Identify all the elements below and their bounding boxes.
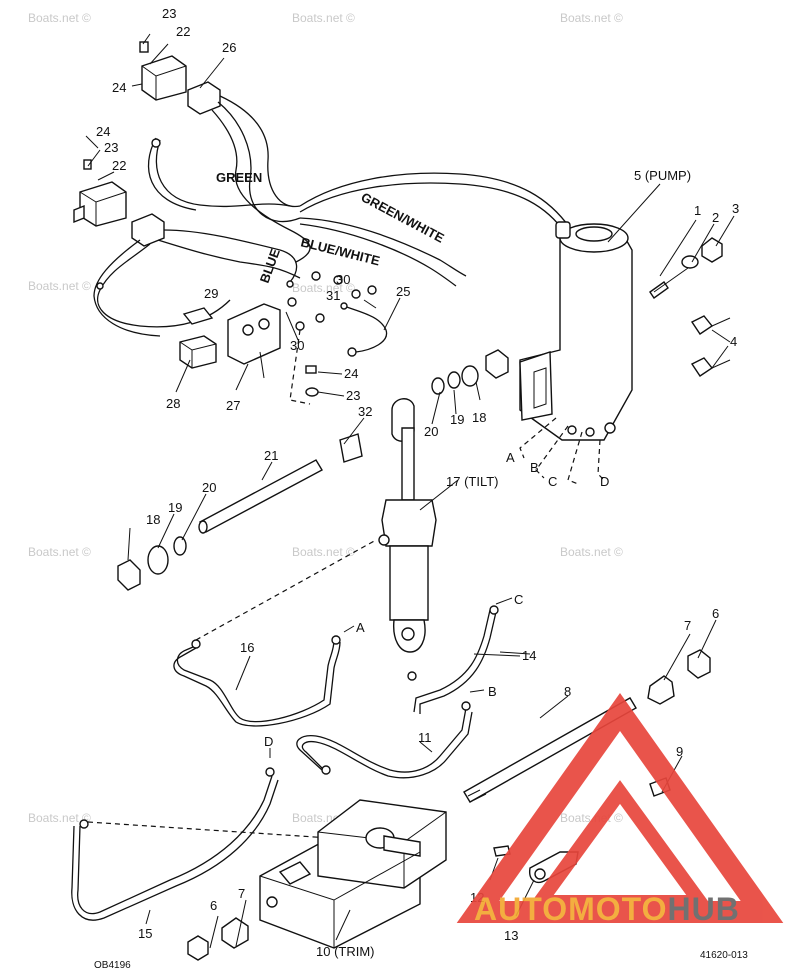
callout-11: 11 bbox=[418, 730, 432, 745]
tilt-cylinder-17 bbox=[378, 398, 437, 653]
callout-13: 13 bbox=[504, 928, 518, 943]
callout-28: 28 bbox=[166, 396, 180, 411]
pivot-hardware-left bbox=[117, 536, 187, 591]
callouts: 23 22 24 26 24 23 22 5 (PUMP) 1 2 3 4 30… bbox=[96, 6, 739, 959]
callout-31: 31 bbox=[326, 288, 340, 303]
callout-19: 19 bbox=[450, 412, 464, 427]
callout-5-pump: 5 (PUMP) bbox=[634, 168, 691, 183]
line-11 bbox=[296, 701, 473, 779]
callout-6: 6 bbox=[712, 606, 719, 621]
callout-25: 25 bbox=[396, 284, 410, 299]
wire-label-green: GREEN bbox=[216, 170, 262, 185]
watermarks: Boats.net © Boats.net © Boats.net © Boat… bbox=[28, 11, 623, 825]
callout-15: 15 bbox=[138, 926, 152, 941]
callout-29: 29 bbox=[204, 286, 218, 301]
callout-16: 16 bbox=[240, 640, 254, 655]
port-letter: D bbox=[600, 474, 609, 489]
pad-29 bbox=[182, 307, 214, 325]
tilt-hardware-upper bbox=[339, 349, 509, 463]
line-16 bbox=[173, 539, 377, 727]
callout-32: 32 bbox=[358, 404, 372, 419]
callout-2: 2 bbox=[712, 210, 719, 225]
callout-30: 30 bbox=[336, 272, 350, 287]
line-14 bbox=[407, 605, 499, 714]
figure-code-right: 41620-013 bbox=[700, 950, 748, 961]
callout-23: 23 bbox=[162, 6, 176, 21]
leader-lines bbox=[85, 33, 735, 949]
callout-22: 22 bbox=[176, 24, 190, 39]
callout-23: 23 bbox=[104, 140, 118, 155]
port-letter: B bbox=[488, 684, 497, 699]
pump-port-lines bbox=[519, 417, 605, 485]
brand-triangle-inner bbox=[526, 780, 714, 909]
callout-27: 27 bbox=[226, 398, 240, 413]
pump-bolts bbox=[649, 237, 731, 377]
callout-8: 8 bbox=[564, 684, 571, 699]
relay-28 bbox=[179, 335, 217, 369]
watermark: Boats.net © bbox=[292, 11, 355, 25]
relay-lower bbox=[73, 159, 127, 227]
callout-21: 21 bbox=[264, 448, 278, 463]
watermark: Boats.net © bbox=[28, 11, 91, 25]
callout-18: 18 bbox=[146, 512, 160, 527]
callout-22: 22 bbox=[112, 158, 126, 173]
callout-19: 19 bbox=[168, 500, 182, 515]
port-letter: D bbox=[264, 734, 273, 749]
trim-cylinder-10 bbox=[259, 799, 447, 949]
brand-triangle-outer bbox=[456, 692, 784, 923]
callout-23: 23 bbox=[346, 388, 360, 403]
port-letter: A bbox=[356, 620, 365, 635]
bracket-27 bbox=[227, 303, 281, 379]
pump-5 bbox=[519, 221, 633, 441]
watermark: Boats.net © bbox=[560, 545, 623, 559]
port-letter: B bbox=[530, 460, 539, 475]
wire-labels: GREEN GREEN/WHITE BLUE BLUE/WHITE bbox=[216, 170, 447, 285]
small-fasteners-upper bbox=[287, 271, 377, 405]
callout-24: 24 bbox=[96, 124, 110, 139]
callout-17-tilt: 17 (TILT) bbox=[446, 474, 499, 489]
wiring-harness bbox=[93, 81, 571, 337]
callout-18: 18 bbox=[472, 410, 486, 425]
callout-7: 7 bbox=[238, 886, 245, 901]
watermark: Boats.net © bbox=[28, 279, 91, 293]
watermark: Boats.net © bbox=[560, 11, 623, 25]
line-15 bbox=[71, 767, 331, 921]
wire-label-green-white: GREEN/WHITE bbox=[359, 189, 447, 245]
port-letter: A bbox=[506, 450, 515, 465]
callout-4: 4 bbox=[730, 334, 737, 349]
callout-6: 6 bbox=[210, 898, 217, 913]
watermark: Boats.net © bbox=[292, 545, 355, 559]
pivot-pin-21 bbox=[198, 459, 323, 534]
relay-upper bbox=[139, 41, 187, 101]
callout-26: 26 bbox=[222, 40, 236, 55]
ground-wire-25 bbox=[340, 302, 388, 357]
callout-3: 3 bbox=[732, 201, 739, 216]
callout-24: 24 bbox=[344, 366, 358, 381]
callout-7: 7 bbox=[684, 618, 691, 633]
callout-20: 20 bbox=[424, 424, 438, 439]
trim-rod-8 bbox=[463, 697, 637, 803]
port-letter: C bbox=[514, 592, 523, 607]
callout-20: 20 bbox=[202, 480, 216, 495]
port-letter: C bbox=[548, 474, 557, 489]
callout-1: 1 bbox=[694, 203, 701, 218]
figure-codes: OB4196 41620-013 bbox=[94, 950, 748, 971]
callout-14: 14 bbox=[522, 648, 536, 663]
figure-code-left: OB4196 bbox=[94, 960, 131, 971]
watermark: Boats.net © bbox=[28, 811, 91, 825]
brand-logo: AUTOMOTOHUB bbox=[456, 692, 784, 927]
wire-label-blue-white: BLUE/WHITE bbox=[299, 234, 381, 268]
callout-10-trim: 10 (TRIM) bbox=[316, 944, 375, 959]
brand-text-automoto: AUTOMOTOHUB bbox=[474, 891, 740, 927]
callout-9: 9 bbox=[676, 744, 683, 759]
callout-24: 24 bbox=[112, 80, 126, 95]
callout-30: 30 bbox=[290, 338, 304, 353]
watermark: Boats.net © bbox=[28, 545, 91, 559]
connection-letters: A B C D A B C D bbox=[264, 450, 609, 749]
